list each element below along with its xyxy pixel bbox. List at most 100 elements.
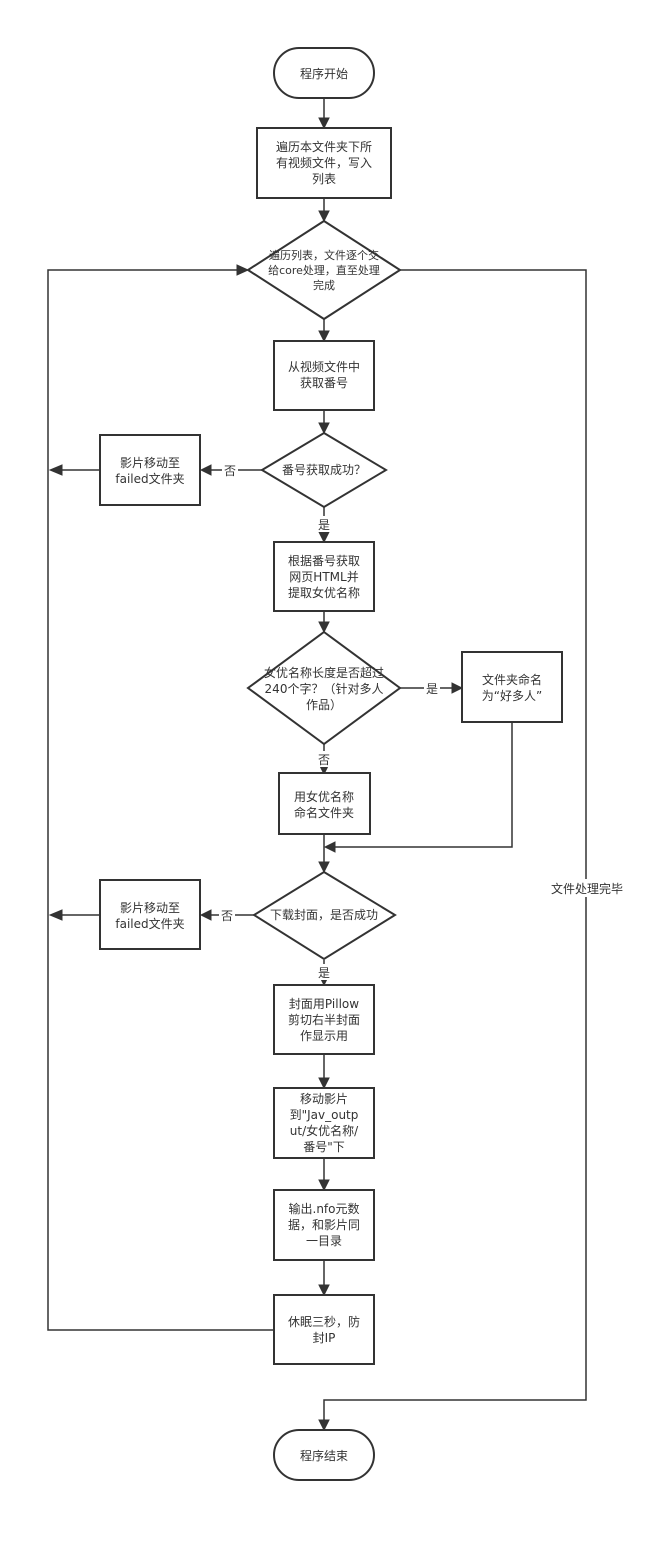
process-shape <box>273 1087 375 1159</box>
process-shape <box>273 541 375 612</box>
node-label: 程序开始 <box>300 66 348 81</box>
process-shape <box>278 772 371 835</box>
edge-labels: 否 是 是 否 否 是 文件处理完毕 <box>219 462 628 980</box>
process-shape <box>273 1294 375 1365</box>
node-get-number: 从视频文件中 获取番号 <box>273 340 375 411</box>
arrowhead <box>48 464 63 476</box>
edge-sleep-to-loop <box>47 269 274 1331</box>
node-label: 遍历列表，文件逐个交 <box>269 248 379 262</box>
node-label: 完成 <box>313 278 335 292</box>
node-move-failed-2: 影片移动至 failed文件夹 <box>99 879 201 950</box>
node-label: 提取女优名称 <box>288 585 360 600</box>
arrowhead <box>318 861 330 874</box>
node-fetch-html: 根据番号获取 网页HTML并 提取女优名称 <box>273 541 375 612</box>
arrowhead <box>318 117 330 130</box>
edge-label-length-no: 否 <box>318 753 330 767</box>
process-shape <box>273 340 375 411</box>
arrowhead <box>318 1179 330 1192</box>
label-background <box>222 462 238 478</box>
decision-shape <box>260 431 388 509</box>
arrowhead <box>236 264 250 276</box>
node-label: 封面用Pillow <box>289 997 359 1011</box>
node-move-failed-1: 影片移动至 failed文件夹 <box>99 434 201 506</box>
arrowhead <box>318 621 330 634</box>
terminal-shape <box>273 1429 375 1481</box>
node-label: 为“好多人” <box>482 689 542 703</box>
node-label: 番号"下 <box>303 1140 345 1154</box>
node-end: 程序结束 <box>273 1429 375 1481</box>
edge-label-length-yes: 是 <box>426 682 438 696</box>
edge-label-number-no: 否 <box>224 464 236 478</box>
node-number-ok: 番号获取成功？ <box>260 431 388 509</box>
arrowhead <box>451 682 464 694</box>
node-label: 列表 <box>312 172 336 186</box>
node-label: failed文件夹 <box>115 916 184 931</box>
arrowhead <box>199 464 212 476</box>
label-background <box>546 879 628 897</box>
node-label: 240个字？（针对多人 <box>265 681 384 696</box>
arrowhead <box>318 1077 330 1090</box>
process-shape <box>273 984 375 1055</box>
node-label: 程序结束 <box>300 1448 348 1463</box>
node-crop-cover: 封面用Pillow 剪切右半封面 作显示用 <box>273 984 375 1055</box>
arrowhead <box>318 1284 330 1297</box>
node-loop-decision: 遍历列表，文件逐个交 给core处理，直至处理 完成 <box>246 219 402 321</box>
node-label: 网页HTML并 <box>289 570 358 584</box>
decision-shape <box>246 219 402 321</box>
node-label: 到"Jav_outp <box>290 1108 359 1122</box>
label-background <box>316 964 332 980</box>
node-label: 有视频文件，写入 <box>276 155 372 170</box>
label-background <box>424 680 440 696</box>
arrowhead <box>318 330 330 343</box>
process-shape <box>99 879 201 950</box>
node-label: 根据番号获取 <box>288 554 360 568</box>
node-label: 据，和影片同 <box>288 1218 360 1232</box>
edge-label-number-yes: 是 <box>318 518 330 532</box>
node-label: 移动影片 <box>300 1092 348 1106</box>
node-label: 作显示用 <box>300 1029 348 1043</box>
node-label: 输出.nfo元数 <box>289 1201 360 1216</box>
edge-label-cover-yes: 是 <box>318 966 330 980</box>
node-label: ut/女优名称/ <box>290 1123 359 1138</box>
process-shape <box>99 434 201 506</box>
node-start: 程序开始 <box>273 47 375 99</box>
node-label: 封IP <box>313 1331 336 1345</box>
label-background <box>219 907 235 923</box>
node-label: 命名文件夹 <box>294 805 354 820</box>
arrowhead <box>318 531 330 544</box>
terminal-shape <box>273 47 375 99</box>
node-label: 作品） <box>306 698 342 712</box>
edge-label-cover-no: 否 <box>221 909 233 923</box>
arrowhead <box>323 841 336 853</box>
node-label: 休眠三秒，防 <box>288 1314 360 1329</box>
node-label: 女优名称长度是否超过 <box>264 665 384 680</box>
decision-shape <box>246 630 402 746</box>
edge-loop-done-to-end <box>323 269 587 1421</box>
arrowhead <box>318 422 330 435</box>
node-list-files: 遍历本文件夹下所 有视频文件，写入 列表 <box>256 127 392 199</box>
arrowhead <box>318 210 330 223</box>
process-shape <box>461 651 563 723</box>
node-name-length: 女优名称长度是否超过 240个字？（针对多人 作品） <box>246 630 402 746</box>
node-label: 遍历本文件夹下所 <box>276 139 372 154</box>
decision-shape <box>252 870 397 961</box>
process-shape <box>273 1189 375 1261</box>
arrowhead <box>318 1419 330 1432</box>
edge-many-to-merge <box>334 722 513 848</box>
node-name-many: 文件夹命名 为“好多人” <box>461 651 563 723</box>
arrowhead <box>199 909 212 921</box>
arrowhead <box>48 909 63 921</box>
node-label: 番号获取成功？ <box>282 463 366 477</box>
node-label: 下载封面，是否成功 <box>270 908 378 922</box>
node-label: 影片移动至 <box>120 901 180 915</box>
node-name-actress: 用女优名称 命名文件夹 <box>278 772 371 835</box>
edge-label-all-done: 文件处理完毕 <box>551 881 623 896</box>
process-shape <box>256 127 392 199</box>
node-label: 用女优名称 <box>294 789 354 804</box>
node-label: 从视频文件中 <box>288 359 360 374</box>
node-label: 给core处理，直至处理 <box>268 263 380 277</box>
node-label: 剪切右半封面 <box>288 1012 360 1027</box>
node-label: 影片移动至 <box>120 456 180 470</box>
node-sleep: 休眠三秒，防 封IP <box>273 1294 375 1365</box>
